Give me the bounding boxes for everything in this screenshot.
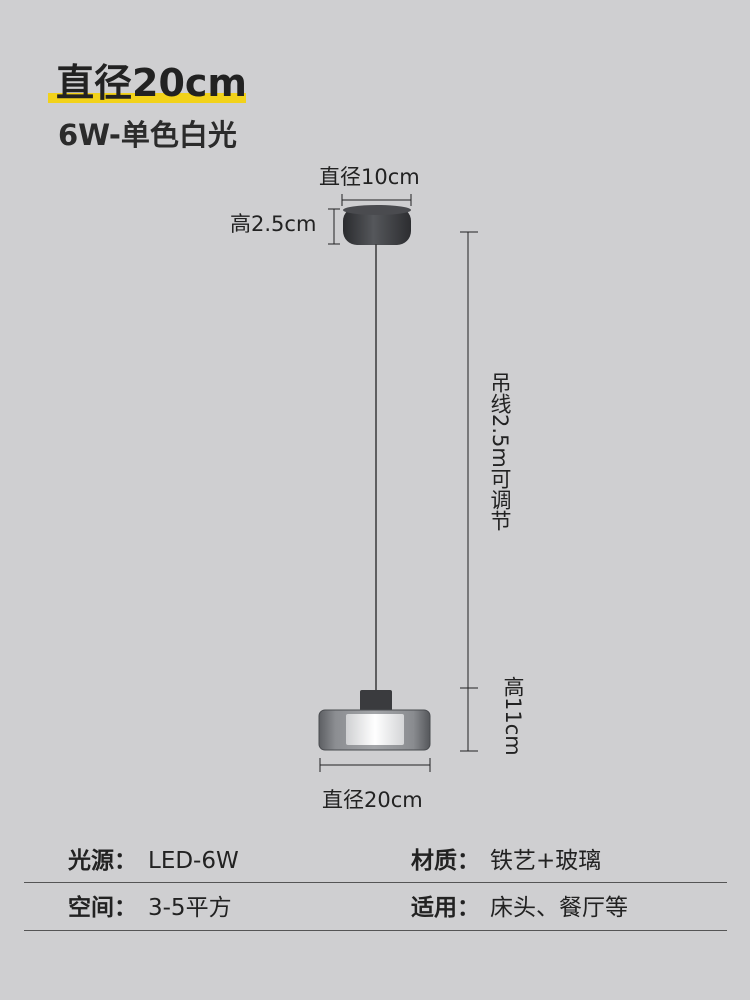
canopy-diameter-dimension: [341, 194, 412, 206]
shade-diameter-dimension: [319, 758, 431, 772]
cable-length-dimension: [460, 231, 478, 689]
shade-height-label: 高11cm: [501, 676, 525, 756]
title-highlight-bar: [48, 93, 246, 103]
material-value: 铁艺+玻璃: [490, 848, 602, 874]
space-value: 3-5平方: [148, 895, 232, 921]
shade-diameter-label: 直径20cm: [322, 788, 423, 812]
canopy-diameter-label: 直径10cm: [319, 165, 420, 189]
cable-length-label: 吊线2.5m可调节: [488, 372, 512, 531]
space-label: 空间：: [68, 895, 137, 921]
spec-row: 光源： LED-6W 材质： 铁艺+玻璃: [0, 838, 750, 884]
page-title: 直径20cm: [56, 61, 248, 105]
usage-label: 适用：: [411, 895, 480, 921]
canopy-height-dimension: [328, 208, 340, 245]
material-label: 材质：: [411, 848, 480, 874]
row-divider: [24, 882, 727, 883]
canopy: [343, 205, 411, 245]
shade-height-dimension: [460, 688, 478, 752]
usage-value: 床头、餐厅等: [490, 895, 628, 921]
row-divider: [24, 930, 727, 931]
page-subtitle: 6W-单色白光: [58, 118, 237, 152]
light-source-label: 光源：: [68, 848, 137, 874]
lamp-shade: [318, 690, 431, 751]
canopy-height-label: 高2.5cm: [230, 212, 317, 236]
spec-row: 空间： 3-5平方 适用： 床头、餐厅等: [0, 885, 750, 931]
light-source-value: LED-6W: [148, 848, 239, 874]
